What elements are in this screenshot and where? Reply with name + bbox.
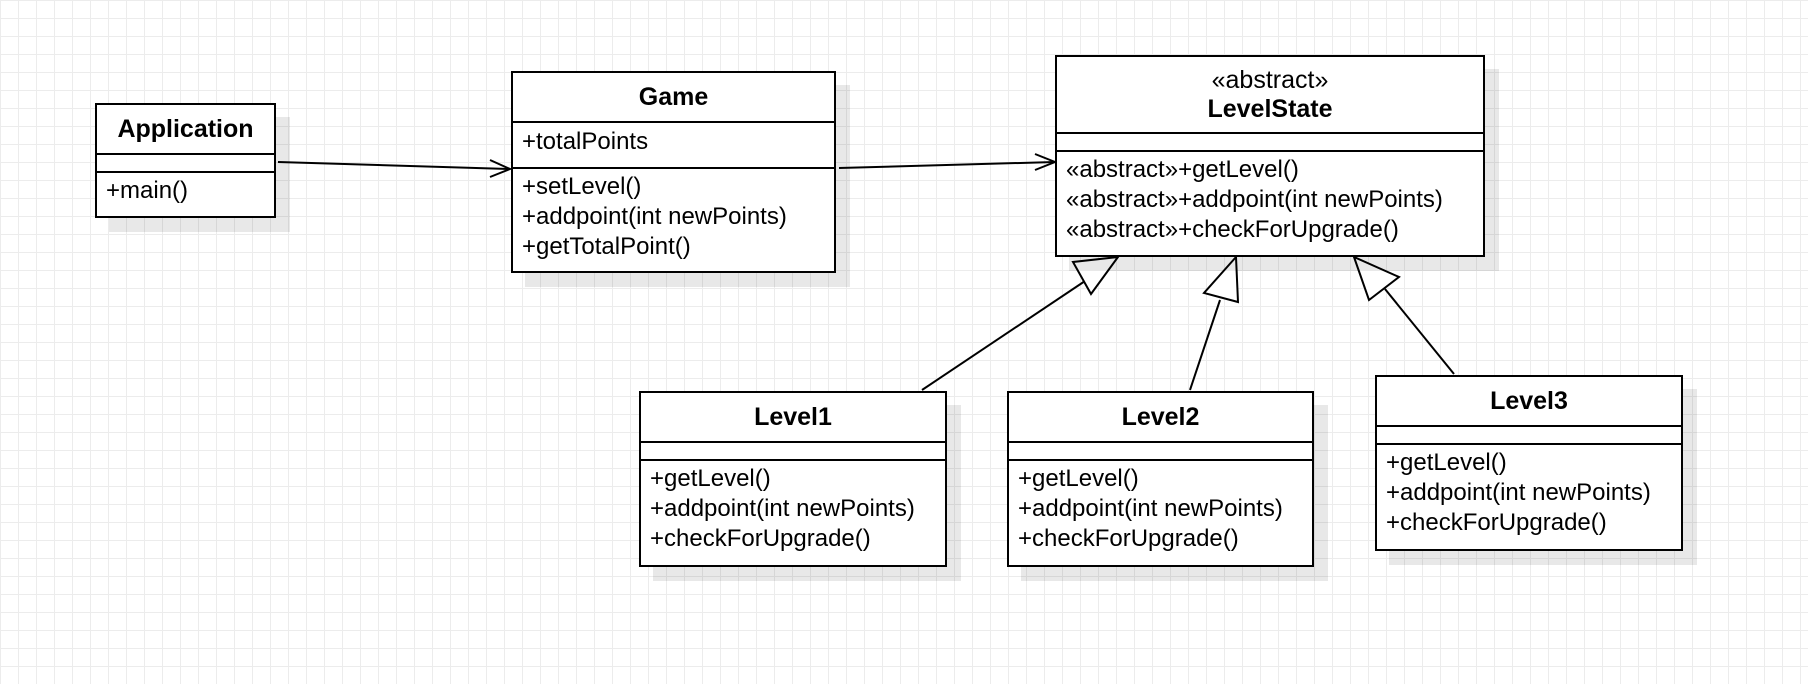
attribute: +totalPoints	[522, 128, 649, 155]
operation: +addpoint(int newPoints)	[1386, 479, 1651, 506]
class-header: Level3	[1377, 377, 1681, 427]
class-name: Level3	[1490, 387, 1568, 415]
class-levelstate[interactable]: «abstract» LevelState «abstract»+getLeve…	[1055, 55, 1485, 257]
operations-compartment: +getLevel() +addpoint(int newPoints) +ch…	[641, 461, 945, 558]
attributes-compartment	[97, 155, 274, 173]
class-header: Game	[513, 73, 834, 123]
class-header: Level2	[1009, 393, 1312, 443]
operation: +checkForUpgrade()	[650, 525, 871, 552]
class-name: Level2	[1121, 403, 1200, 431]
operation: «abstract»+checkForUpgrade()	[1066, 216, 1399, 243]
operation: +main()	[106, 177, 189, 204]
generalization-level3-levelstate	[1352, 255, 1455, 375]
operation: +getLevel()	[1386, 449, 1507, 476]
class-name: LevelState	[1207, 94, 1333, 123]
attributes-compartment: +totalPoints	[513, 123, 834, 169]
attributes-compartment	[641, 443, 945, 461]
class-stereotype: «abstract»	[1211, 65, 1329, 94]
class-name: Game	[638, 83, 709, 111]
association-game-levelstate	[838, 153, 1058, 171]
operation: +setLevel()	[522, 173, 642, 200]
operation: +addpoint(int newPoints)	[1018, 495, 1283, 522]
class-application[interactable]: Application +main()	[95, 103, 276, 218]
operation: «abstract»+addpoint(int newPoints)	[1066, 186, 1443, 213]
operation: +getLevel()	[650, 465, 771, 492]
association-application-game	[277, 159, 513, 178]
attributes-compartment	[1057, 134, 1483, 152]
operations-compartment: +getLevel() +addpoint(int newPoints) +ch…	[1009, 461, 1312, 558]
operation: +addpoint(int newPoints)	[650, 495, 915, 522]
operation: +checkForUpgrade()	[1386, 509, 1607, 536]
generalization-level1-levelstate	[921, 255, 1121, 391]
class-name: Level1	[754, 403, 832, 431]
class-header: «abstract» LevelState	[1057, 57, 1483, 134]
class-level2[interactable]: Level2 +getLevel() +addpoint(int newPoin…	[1007, 391, 1314, 567]
operations-compartment: +getLevel() +addpoint(int newPoints) +ch…	[1377, 445, 1681, 542]
generalization-level2-levelstate	[1189, 254, 1240, 391]
operation: +checkForUpgrade()	[1018, 525, 1239, 552]
class-header: Level1	[641, 393, 945, 443]
operation: +getLevel()	[1018, 465, 1139, 492]
attributes-compartment	[1009, 443, 1312, 461]
operation: «abstract»+getLevel()	[1066, 156, 1299, 183]
class-header: Application	[97, 105, 274, 155]
class-name: Application	[117, 115, 254, 143]
class-level1[interactable]: Level1 +getLevel() +addpoint(int newPoin…	[639, 391, 947, 567]
operations-compartment: +main()	[97, 173, 274, 210]
attributes-compartment	[1377, 427, 1681, 445]
operation: +addpoint(int newPoints)	[522, 203, 787, 230]
operations-compartment: «abstract»+getLevel() «abstract»+addpoin…	[1057, 152, 1483, 249]
operations-compartment: +setLevel() +addpoint(int newPoints) +ge…	[513, 169, 834, 266]
class-level3[interactable]: Level3 +getLevel() +addpoint(int newPoin…	[1375, 375, 1683, 551]
class-game[interactable]: Game +totalPoints +setLevel() +addpoint(…	[511, 71, 836, 273]
operation: +getTotalPoint()	[522, 233, 691, 260]
